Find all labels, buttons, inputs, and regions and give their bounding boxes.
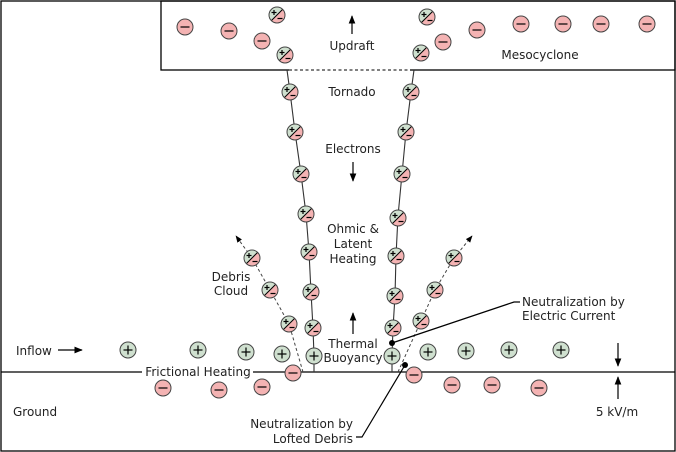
dipole-charge-icon — [445, 249, 463, 267]
dipole-charge-icon — [300, 243, 318, 261]
ground-label: Ground — [13, 405, 57, 419]
dipole-charge-icon — [418, 8, 436, 26]
mesocyclone-label: Mesocyclone — [501, 48, 578, 62]
neutralization-current-dot — [389, 340, 395, 346]
neutralization-current-label-1: Neutralization by — [522, 295, 625, 309]
positive-charge-icon — [119, 341, 137, 359]
dipole-charge-icon — [286, 123, 304, 141]
updraft-label: Updraft — [329, 39, 374, 53]
thermal-buoyancy-label-2: Buoyancy — [324, 351, 383, 365]
tornado-left-wall — [286, 69, 315, 372]
negative-charge-icon — [530, 379, 548, 397]
negative-charge-icon — [176, 18, 194, 36]
positive-charge-icon — [383, 347, 401, 365]
dipole-charge-icon — [243, 249, 261, 267]
neutralization-debris-label-1: Neutralization by — [250, 417, 353, 431]
neutralization-current-label-2: Electric Current — [522, 309, 616, 323]
positive-charge-icon — [189, 341, 207, 359]
negative-charge-icon — [592, 15, 610, 33]
mesocyclone-box — [160, 0, 676, 71]
negative-charge-icon — [210, 381, 228, 399]
debris-cloud-label-2: Cloud — [214, 284, 248, 298]
dipole-charge-icon — [402, 83, 420, 101]
negative-charge-icon — [220, 22, 238, 40]
ohmic-heating-label-3: Heating — [329, 252, 376, 266]
negative-charge-icon — [443, 376, 461, 394]
ohmic-heating-label-1: Ohmic & — [327, 222, 379, 236]
negative-charge-icon — [434, 33, 452, 51]
positive-charge-icon — [237, 343, 255, 361]
neutralization-current-leader — [391, 301, 520, 344]
dipole-charge-icon — [281, 83, 299, 101]
negative-charge-icon — [512, 15, 530, 33]
frictional-heating-label: Frictional Heating — [145, 365, 250, 379]
dipole-charge-icon — [386, 287, 404, 305]
negative-charge-icon — [405, 366, 423, 384]
negative-charge-icon — [554, 15, 572, 33]
ohmic-heating-label-2: Latent — [334, 237, 373, 251]
positive-charge-icon — [273, 345, 291, 363]
positive-charge-icon — [305, 347, 323, 365]
dipole-charge-icon — [387, 247, 405, 265]
tornado-label: Tornado — [327, 85, 375, 99]
negative-charge-icon — [468, 21, 486, 39]
dipole-charge-icon — [302, 283, 320, 301]
positive-charge-icon — [552, 341, 570, 359]
negative-charge-icon — [638, 15, 656, 33]
neutralization-debris-dot — [402, 362, 408, 368]
thermal-buoyancy-label-1: Thermal — [327, 337, 377, 351]
dipole-charge-icon — [276, 46, 294, 64]
dipole-charge-icon — [280, 315, 298, 333]
dipole-charge-icon — [412, 44, 430, 62]
dipole-charge-icon — [384, 319, 402, 337]
dipole-charge-icon — [393, 165, 411, 183]
dipole-charge-icon — [412, 312, 430, 330]
field-strength-label: 5 kV/m — [596, 405, 638, 419]
dipole-charge-icon — [397, 123, 415, 141]
debris-cloud-label-1: Debris — [212, 270, 251, 284]
positive-charge-icon — [457, 342, 475, 360]
negative-charge-icon — [253, 378, 271, 396]
dipole-charge-icon — [261, 281, 279, 299]
negative-charge-icon — [154, 379, 172, 397]
negative-charge-icon — [483, 376, 501, 394]
dipole-charge-icon — [292, 165, 310, 183]
positive-charge-icon — [500, 341, 518, 359]
dipole-charge-icon — [268, 6, 286, 24]
dipole-charge-icon — [426, 281, 444, 299]
electrons-label: Electrons — [325, 142, 380, 156]
dipole-charge-icon — [304, 319, 322, 337]
negative-charge-icon — [284, 364, 302, 382]
neutralization-debris-label-2: Lofted Debris — [273, 432, 353, 446]
dipole-charge-icon — [297, 205, 315, 223]
neutralization-debris-leader — [356, 364, 406, 438]
positive-charge-icon — [419, 343, 437, 361]
charge-particles — [119, 6, 656, 399]
inflow-label: Inflow — [16, 344, 52, 358]
dipole-charge-icon — [389, 209, 407, 227]
negative-charge-icon — [253, 32, 271, 50]
